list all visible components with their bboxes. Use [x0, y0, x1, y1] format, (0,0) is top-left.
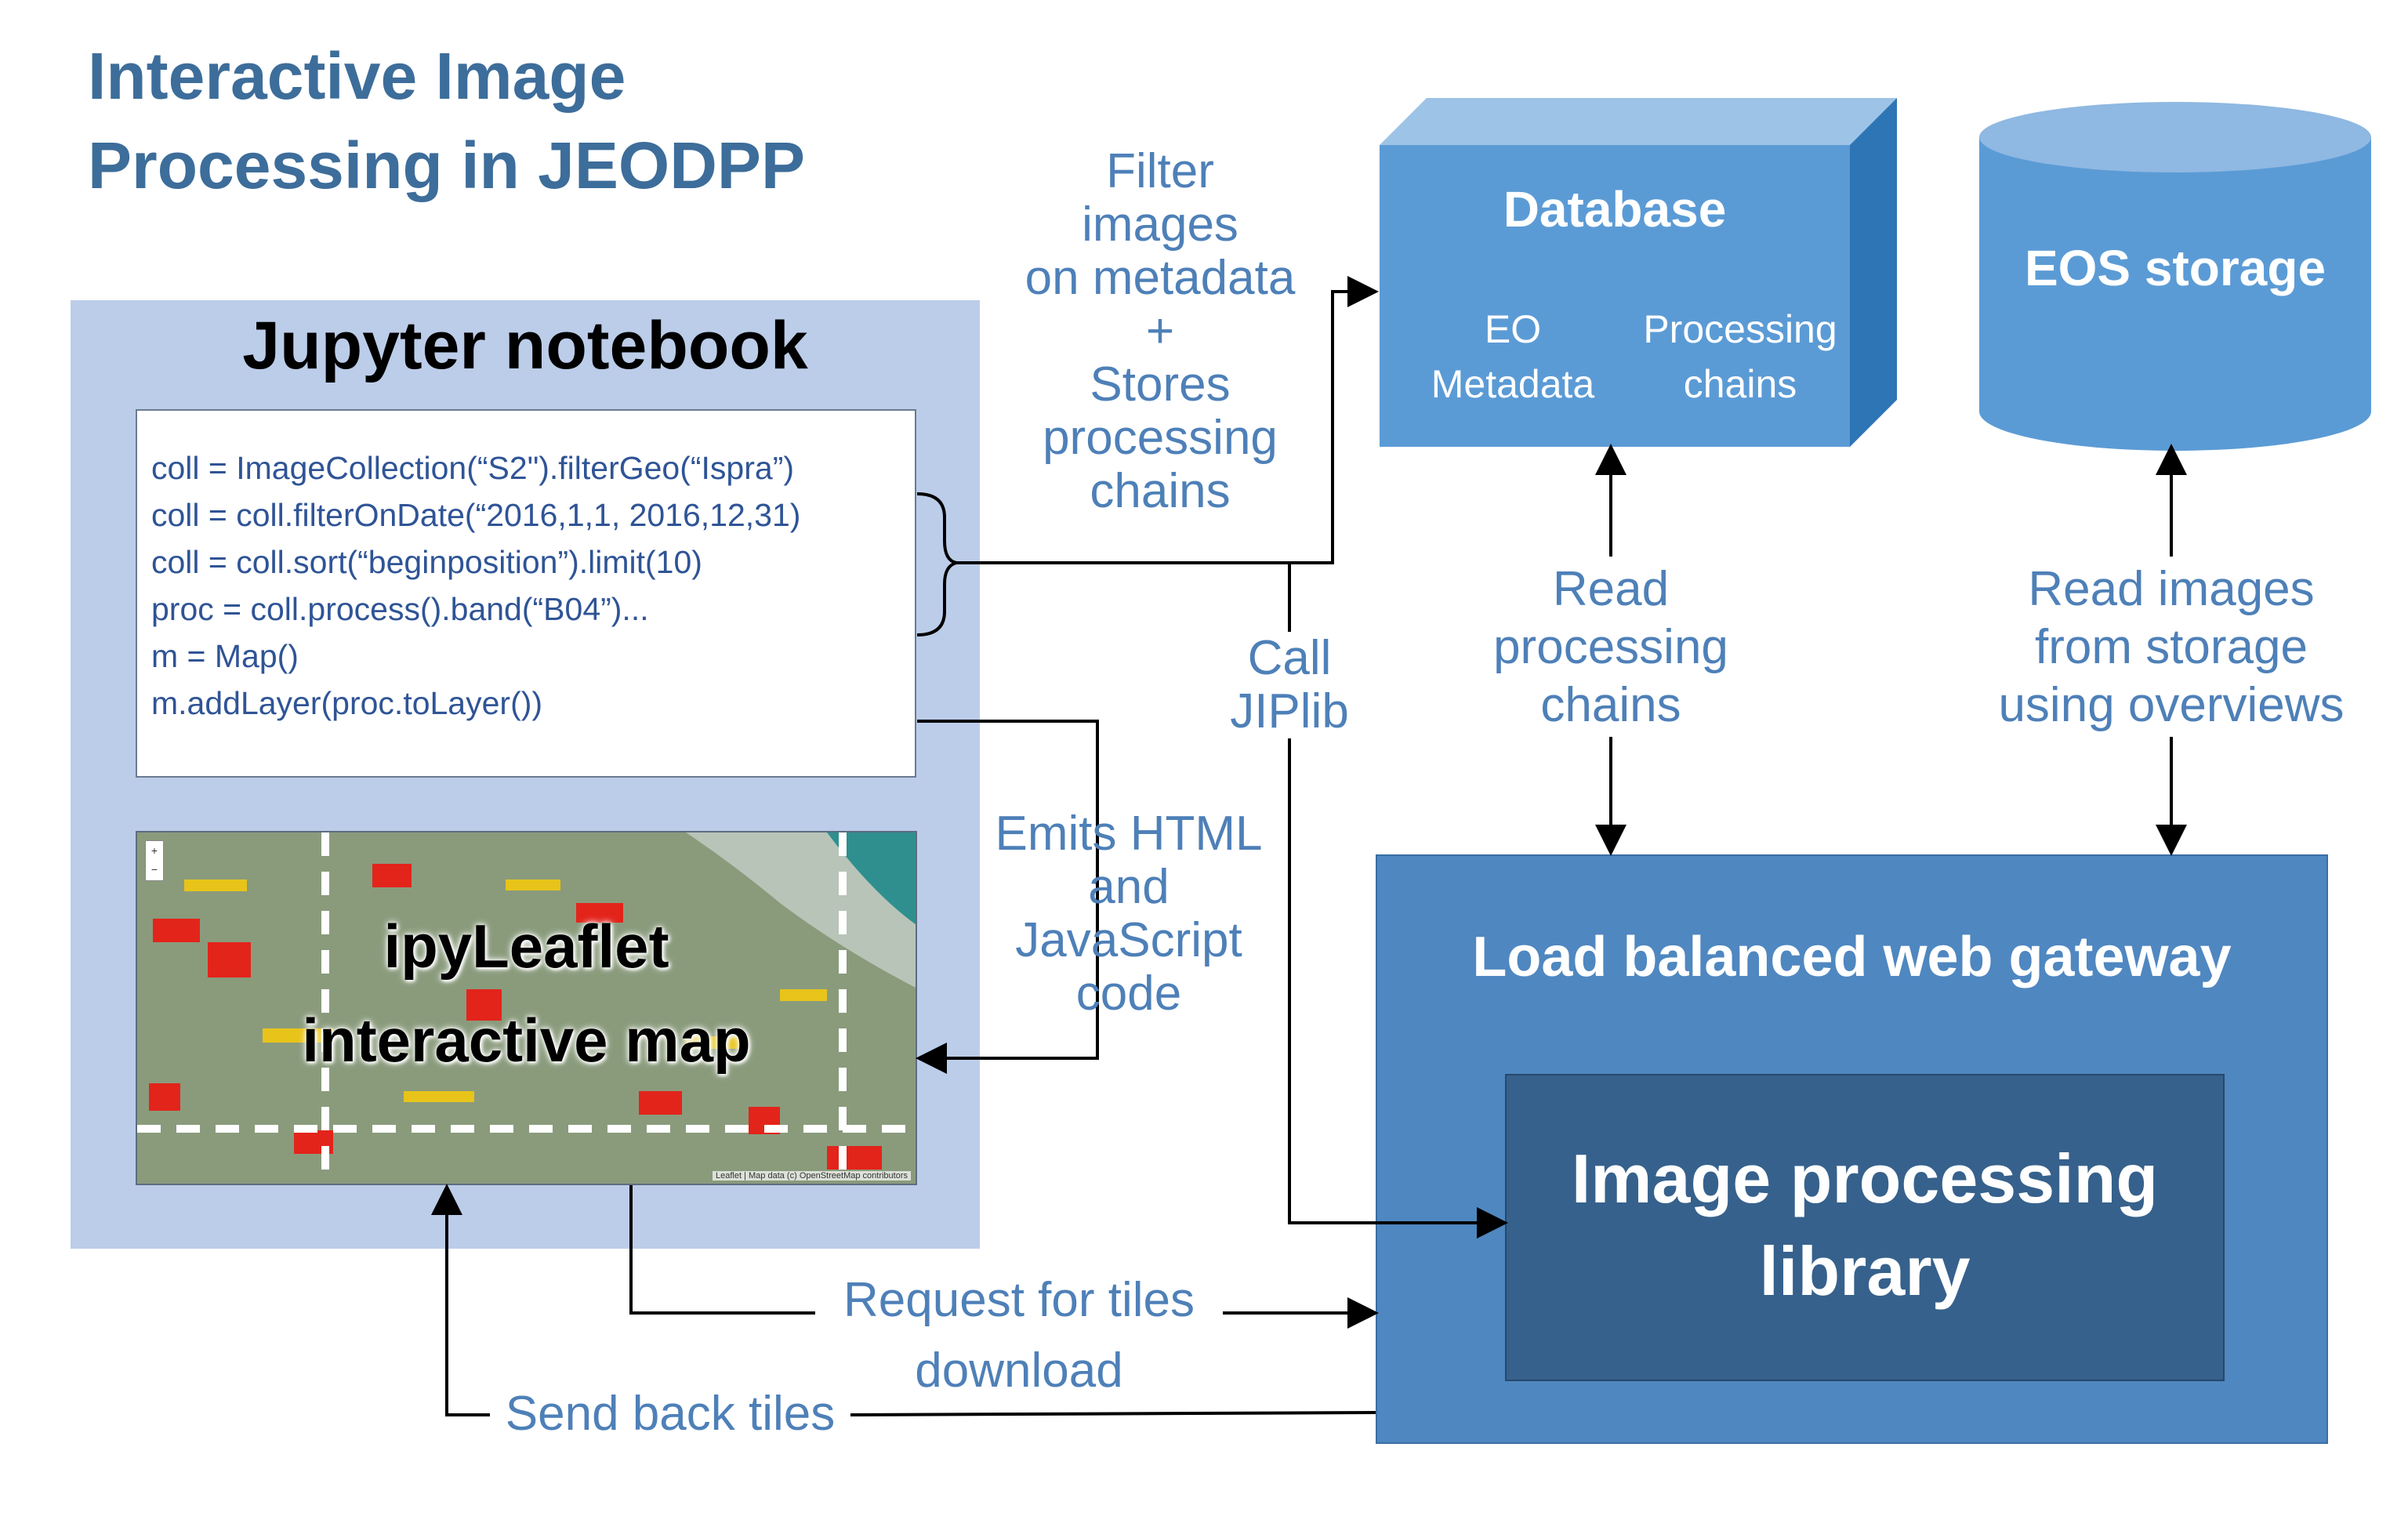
filter-images-label: Filter images on metadata + Stores proce…	[980, 145, 1340, 518]
zoom-out-button[interactable]: −	[150, 863, 158, 876]
zoom-control[interactable]: + −	[145, 840, 164, 881]
emits-line: Emits HTML	[995, 807, 1263, 861]
download-label: download	[915, 1344, 1123, 1398]
read-chains-line: processing	[1493, 620, 1728, 674]
database-title: Database	[1503, 181, 1727, 238]
filter-line: +	[1145, 304, 1175, 358]
database-right-line-1: Processing	[1643, 307, 1837, 351]
satellite-imagery	[137, 832, 916, 1184]
filter-line: Filter	[1106, 144, 1214, 198]
zoom-in-button[interactable]: +	[150, 844, 158, 857]
code-line: coll = coll.sort(“beginposition”).limit(…	[151, 544, 702, 580]
read-chains-line: chains	[1540, 678, 1681, 732]
page-title: Interactive Image Processing in JEODPP	[88, 31, 805, 210]
send-back-tiles-label: Send back tiles	[505, 1387, 836, 1441]
map-attribution[interactable]: Leaflet | Map data (c) OpenStreetMap con…	[713, 1171, 911, 1181]
map-label-line-2: interactive map	[302, 1006, 751, 1075]
image-processing-library-title: Image processing library	[1505, 1133, 2225, 1318]
read-chains-line: Read	[1552, 562, 1670, 616]
title-line-2: Processing in JEODPP	[88, 129, 805, 202]
library-line-1: Image processing	[1571, 1140, 2159, 1217]
read-images-label: Read images from storage using overviews	[1975, 560, 2367, 734]
database-right-line-2: chains	[1683, 362, 1797, 406]
database-left-line-1: EO	[1484, 307, 1542, 351]
read-images-line: Read images	[2028, 562, 2315, 616]
eos-storage-title: EOS storage	[2024, 240, 2326, 296]
web-gateway-title: Load balanced web gateway	[1472, 926, 2232, 988]
emits-line: and	[1088, 860, 1170, 914]
request-tiles-label: Request for tiles	[843, 1273, 1195, 1327]
read-images-line: using overviews	[1998, 678, 2345, 732]
database-box	[1380, 98, 1897, 447]
ipyleaflet-map[interactable]: + − ipyLeaflet interactive map Leaflet |…	[136, 831, 917, 1185]
code-cell[interactable]: coll = ImageCollection(“S2").filterGeo(“…	[136, 409, 916, 778]
filter-line: on metadata	[1024, 251, 1296, 305]
filter-line: images	[1082, 198, 1238, 252]
code-line: proc = coll.process().band(“B04”)...	[151, 591, 649, 627]
filter-line: chains	[1090, 464, 1231, 518]
database-eo-metadata: EO Metadata	[1403, 302, 1623, 412]
eos-storage-cylinder	[1979, 102, 2371, 451]
read-images-line: from storage	[2034, 620, 2308, 674]
title-line-1: Interactive Image	[88, 39, 626, 113]
call-jiplib-label: Call JIPlib	[1191, 632, 1387, 738]
emits-line: code	[1075, 967, 1182, 1021]
code-line: m = Map()	[151, 638, 299, 674]
image-processing-library-box	[1505, 1074, 2225, 1381]
jupyter-notebook-title: Jupyter notebook	[242, 308, 808, 383]
database-left-line-2: Metadata	[1431, 362, 1595, 406]
code-line: coll = ImageCollection(“S2").filterGeo(“…	[151, 450, 794, 486]
read-processing-chains-label: Read processing chains	[1458, 560, 1764, 734]
database-processing-chains: Processing chains	[1630, 302, 1850, 412]
map-label-line-1: ipyLeaflet	[383, 912, 669, 981]
filter-line: processing	[1043, 411, 1278, 465]
code-line: coll = coll.filterOnDate(“2016,1,1, 2016…	[151, 497, 801, 533]
call-line: JIPlib	[1230, 684, 1349, 738]
library-line-2: library	[1759, 1232, 1971, 1310]
emits-html-label: Emits HTML and JavaScript code	[972, 807, 1286, 1021]
call-line: Call	[1247, 631, 1332, 685]
filter-line: Stores	[1090, 357, 1231, 412]
code-line: m.addLayer(proc.toLayer())	[151, 685, 543, 721]
emits-line: JavaScript	[1015, 913, 1242, 967]
